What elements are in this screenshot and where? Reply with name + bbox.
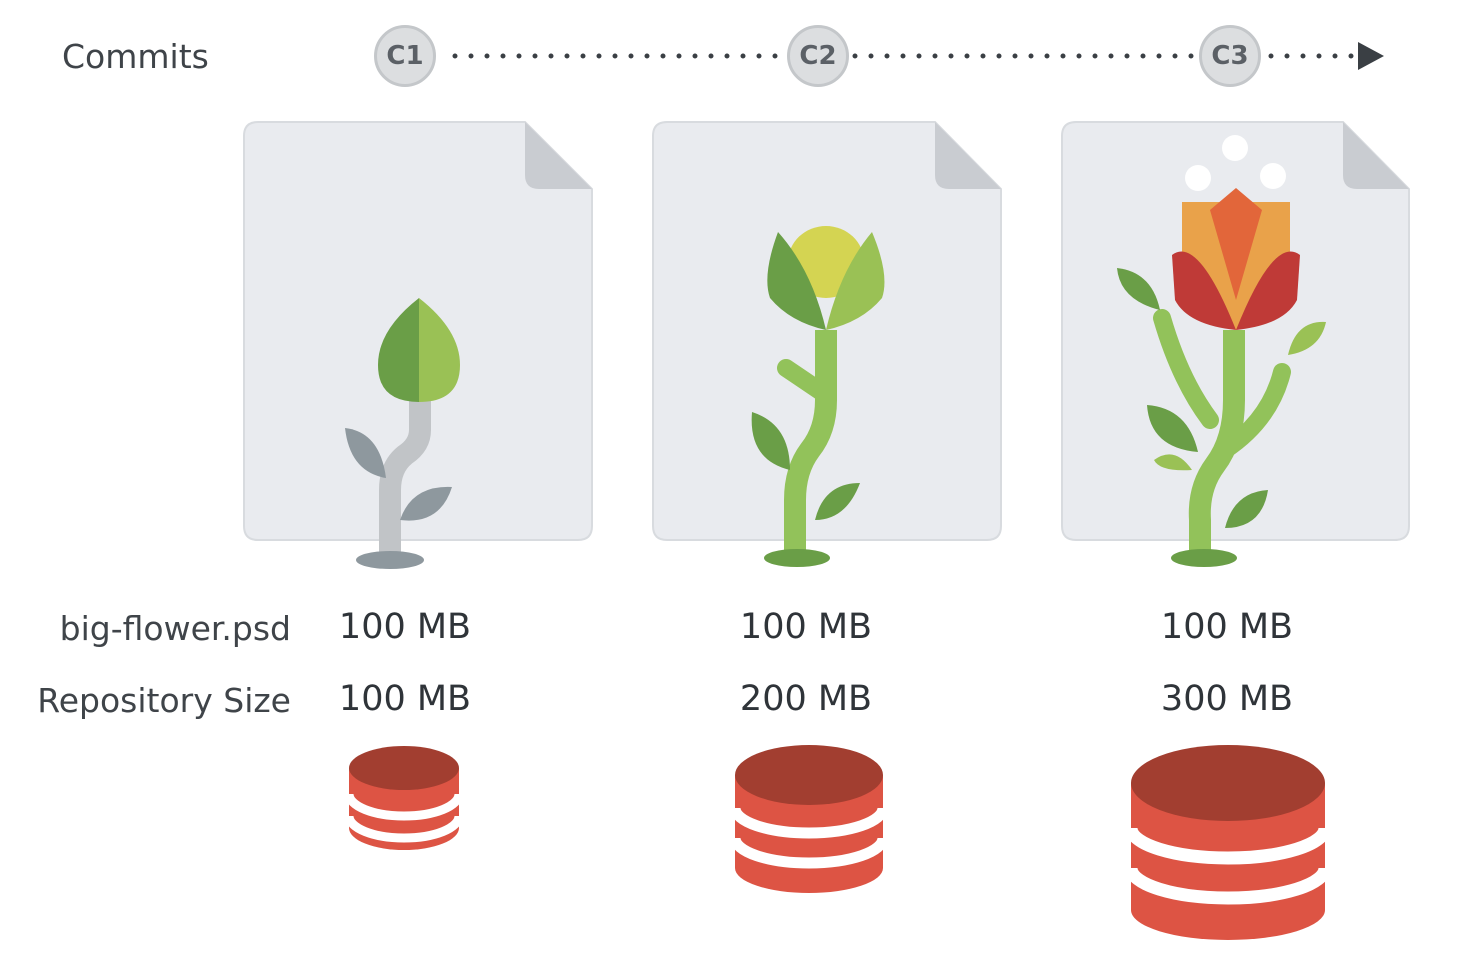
repo-row-label: Repository Size — [37, 681, 291, 720]
commit-node-c3: C3 — [1199, 25, 1261, 87]
file-size-c3: 100 MB — [1160, 607, 1294, 647]
page-fold-icon — [1343, 122, 1409, 189]
file-card-c1 — [243, 121, 593, 569]
bud-icon — [751, 226, 885, 567]
database-icon-c3 — [1124, 745, 1332, 940]
database-icon-c2 — [729, 745, 889, 893]
flower-icon — [1117, 135, 1326, 567]
file-card-c2 — [652, 121, 1002, 567]
commits-label: Commits — [62, 37, 209, 76]
file-size-c2: 100 MB — [739, 607, 873, 647]
seedling-icon — [345, 298, 460, 569]
repo-size-c3: 300 MB — [1160, 679, 1294, 719]
repo-size-c2: 200 MB — [739, 679, 873, 719]
commit-node-c2: C2 — [787, 25, 849, 87]
database-icon-c1 — [344, 746, 464, 850]
page-fold-icon — [525, 122, 592, 189]
page-fold-icon — [935, 122, 1001, 189]
repo-size-c1: 100 MB — [338, 679, 472, 719]
file-size-c1: 100 MB — [338, 607, 472, 647]
file-row-label: big-flower.psd — [59, 609, 291, 648]
timeline-arrow-icon — [1358, 42, 1384, 70]
file-card-c3 — [1061, 121, 1410, 567]
commit-node-c1: C1 — [374, 25, 436, 87]
